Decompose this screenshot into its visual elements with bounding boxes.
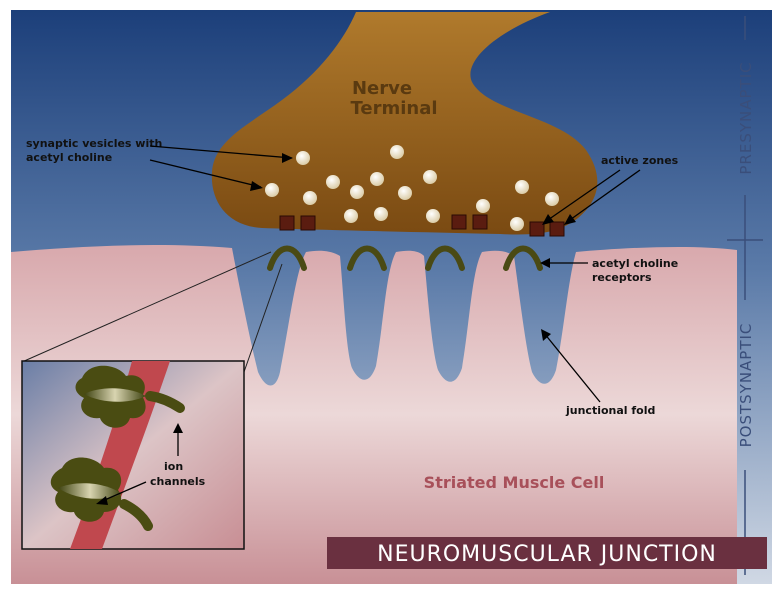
vesicle <box>265 183 279 197</box>
vesicle <box>303 191 317 205</box>
vesicle <box>476 199 490 213</box>
title-banner: NEUROMUSCULAR JUNCTION <box>327 537 767 569</box>
vesicle <box>296 151 310 165</box>
vesicle <box>426 209 440 223</box>
diagram-title: NEUROMUSCULAR JUNCTION <box>377 542 717 567</box>
active-zone <box>280 216 294 230</box>
vesicle <box>374 207 388 221</box>
vesicle <box>545 192 559 206</box>
vesicle <box>510 217 524 231</box>
junctional-fold-label: junctional fold <box>565 404 655 417</box>
receptors-label-line2: receptors <box>592 271 652 284</box>
vesicle <box>398 186 412 200</box>
vesicle <box>344 209 358 223</box>
active-zone <box>301 216 315 230</box>
ion-channels-label-line1: ion <box>164 460 183 473</box>
synaptic-vesicles-label-line2: acetyl choline <box>26 151 112 164</box>
vesicle <box>423 170 437 184</box>
receptors-label-line1: acetyl choline <box>592 257 678 270</box>
muscle-cell-label: Striated Muscle Cell <box>424 473 605 492</box>
active-zones-label: active zones <box>601 154 679 167</box>
active-zone <box>473 215 487 229</box>
vesicle <box>390 145 404 159</box>
vesicle <box>350 185 364 199</box>
vesicle <box>515 180 529 194</box>
presynaptic-label: PRESYNAPTIC <box>737 61 755 174</box>
nerve-terminal-label-line1: Nerve <box>352 78 412 99</box>
active-zone <box>550 222 564 236</box>
ion-channels-inset: ion channels <box>22 361 244 549</box>
active-zone <box>530 222 544 236</box>
ion-channels-label-line2: channels <box>150 475 206 488</box>
active-zone <box>452 215 466 229</box>
nerve-terminal-label-line2: Terminal <box>350 98 437 119</box>
vesicle <box>370 172 384 186</box>
synaptic-vesicles-label-line1: synaptic vesicles with <box>26 137 162 150</box>
postsynaptic-label: POSTSYNAPTIC <box>737 323 755 448</box>
vesicle <box>326 175 340 189</box>
